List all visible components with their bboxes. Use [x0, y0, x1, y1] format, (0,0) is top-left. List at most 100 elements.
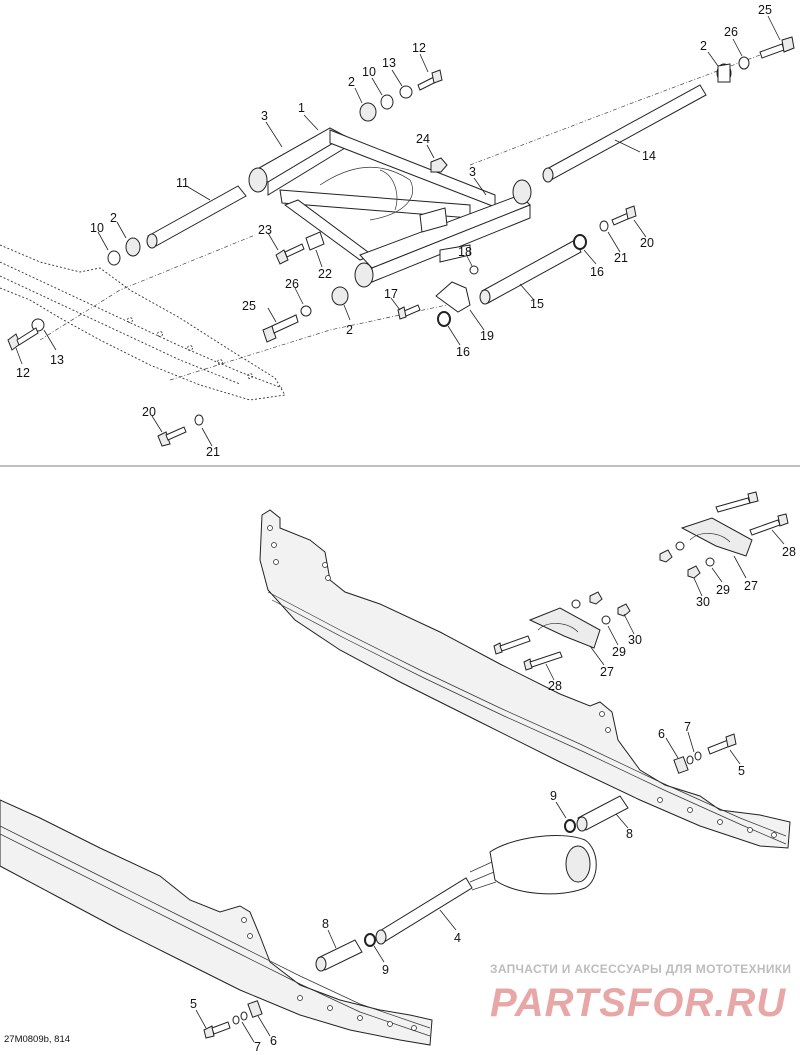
oring-9-left [364, 933, 376, 947]
bolt-28-right-b [749, 513, 789, 536]
callout-7: 7 [684, 720, 691, 734]
callouts-top: 1 2 2 2 2 3 3 10 10 11 12 12 13 13 14 15… [16, 3, 772, 459]
washer-21-right [599, 220, 609, 232]
bolt-28-center-a [493, 635, 531, 655]
callout-20: 20 [142, 405, 156, 419]
rail-ghost-top [0, 244, 286, 401]
callout-5: 5 [738, 764, 745, 778]
washer-7a-right [686, 755, 694, 765]
callout-26: 26 [285, 277, 299, 291]
callout-13: 13 [382, 56, 396, 70]
callout-26: 26 [724, 25, 738, 39]
spacer-2-lower [331, 286, 349, 306]
slide-rails-assembly: 4 5 5 6 6 7 7 8 8 9 9 27 27 28 28 29 29 … [0, 491, 796, 1054]
washer-10-top [380, 94, 394, 110]
washer-21-lower [194, 414, 204, 426]
bolt-25-left [262, 314, 299, 343]
callout-27: 27 [600, 665, 614, 679]
washer-29-center-b [601, 615, 611, 625]
callout-21: 21 [206, 445, 220, 459]
callout-22: 22 [318, 267, 332, 281]
bolt-28-right-a [715, 491, 759, 513]
callout-2: 2 [348, 75, 355, 89]
spacer-2-top [359, 102, 377, 122]
washer-13-top [399, 85, 413, 99]
spacer-8-right [576, 795, 629, 832]
shaft-15 [479, 239, 582, 305]
bolt-23 [275, 243, 305, 265]
leaders-top [15, 15, 781, 447]
washer-29-right-b [705, 557, 715, 567]
arm-frame [248, 127, 532, 288]
callout-2: 2 [346, 323, 353, 337]
washer-13-left [31, 318, 45, 332]
washer-26-top [738, 56, 750, 70]
washer-29-right-a [675, 541, 685, 551]
callout-2: 2 [700, 39, 707, 53]
bolt-12-top [417, 69, 443, 91]
nut-30-right-a [659, 549, 673, 563]
spacer-22 [305, 231, 325, 251]
oring-9-right [564, 819, 576, 833]
spacer-2-top-right [716, 63, 732, 83]
callout-28: 28 [782, 545, 796, 559]
callout-7: 7 [254, 1040, 261, 1054]
callout-25: 25 [758, 3, 772, 17]
bolt-5-left [203, 1021, 231, 1039]
callout-23: 23 [258, 223, 272, 237]
washer-7b-right [694, 751, 702, 761]
callout-12: 12 [412, 41, 426, 55]
callout-24: 24 [416, 132, 430, 146]
shock-absorber [469, 835, 597, 895]
washer-26-left [300, 305, 312, 317]
callout-20: 20 [640, 236, 654, 250]
callout-29: 29 [716, 583, 730, 597]
callout-3: 3 [469, 165, 476, 179]
nut-24 [430, 157, 448, 173]
callout-16: 16 [590, 265, 604, 279]
diagram-code: 27M0809b, 814 [4, 1034, 70, 1045]
callout-5: 5 [190, 997, 197, 1011]
spacer-2-left [125, 237, 141, 257]
callout-29: 29 [612, 645, 626, 659]
nut-30-right-b [687, 565, 701, 579]
callout-2: 2 [110, 211, 117, 225]
watermark-logo: PARTSFOR.RU [490, 981, 786, 1025]
callout-15: 15 [530, 297, 544, 311]
callout-6: 6 [270, 1034, 277, 1048]
bolt-20-lower [157, 426, 187, 447]
oring-16-left [437, 311, 451, 327]
oring-16-right [573, 234, 587, 250]
plate-6-left [247, 1000, 263, 1018]
callouts-bottom: 4 5 5 6 6 7 7 8 8 9 9 27 27 28 28 29 29 … [190, 545, 796, 1054]
callout-12: 12 [16, 366, 30, 380]
nut-30-center-a [589, 591, 603, 605]
bumper-27-right [680, 517, 753, 557]
bolt-5-right [707, 733, 737, 755]
leaders-bottom [195, 529, 785, 1043]
washer-7b-left [240, 1011, 248, 1021]
callout-6: 6 [658, 727, 665, 741]
bolt-17 [397, 304, 421, 320]
callout-25: 25 [242, 299, 256, 313]
spacer-8-left [315, 939, 363, 972]
bolt-12-left [7, 327, 39, 351]
washer-10-left [107, 250, 121, 266]
bolt-20-right [611, 205, 637, 226]
callout-1: 1 [298, 101, 305, 115]
bolt-28-center-b [523, 651, 563, 671]
callout-18: 18 [458, 245, 472, 259]
washer-29-center-a [571, 599, 581, 609]
callout-21: 21 [614, 251, 628, 265]
washer-7a-left [232, 1015, 240, 1025]
callout-10: 10 [362, 65, 376, 79]
callout-14: 14 [642, 149, 656, 163]
callout-3: 3 [261, 109, 268, 123]
callout-9: 9 [382, 963, 389, 977]
shaft-11 [146, 185, 247, 249]
bracket-19 [435, 281, 471, 313]
callout-13: 13 [50, 353, 64, 367]
axle-14 [542, 84, 707, 183]
shaft-4 [375, 877, 473, 945]
